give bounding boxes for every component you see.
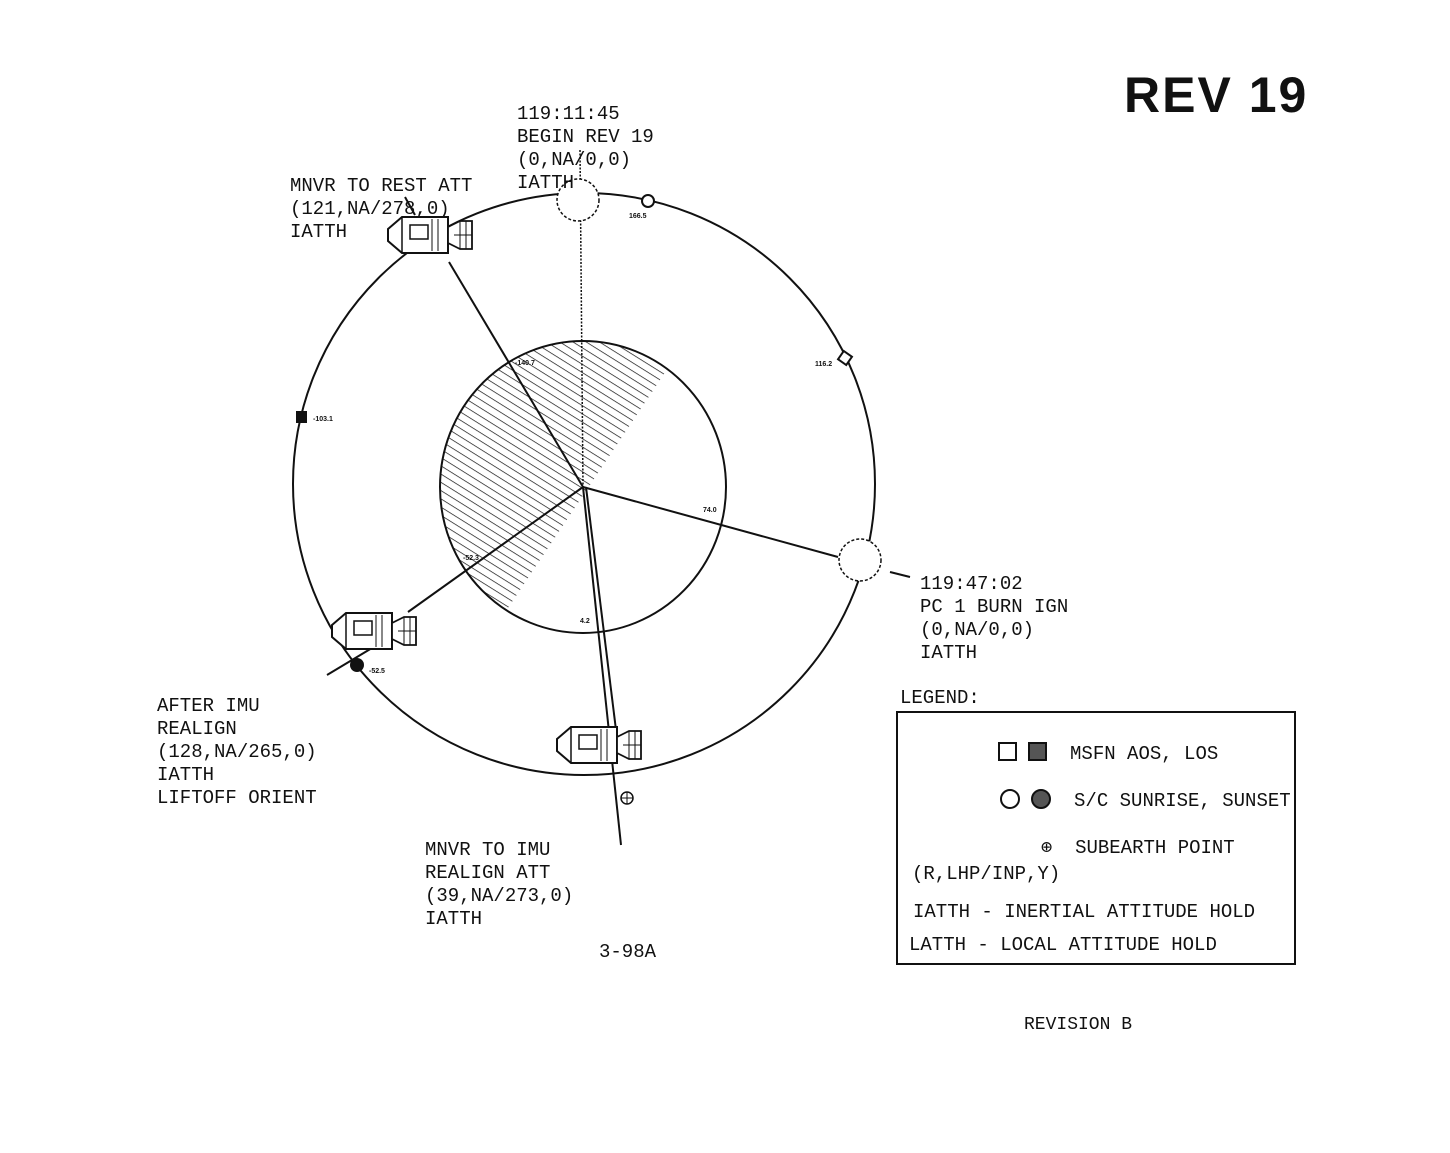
legend — [896, 711, 1296, 965]
dark-side-hatch — [440, 341, 700, 633]
sunrise-value: 166.5 — [629, 213, 647, 220]
rest-att-line — [448, 261, 584, 488]
lunar-angle: 74.0 — [703, 507, 717, 514]
legend-title: LEGEND: — [900, 687, 980, 709]
begin-rev-marker — [556, 178, 600, 222]
legend-sun: S/C SUNRISE, SUNSET — [977, 767, 1291, 812]
los-value: -103.1 — [313, 416, 333, 423]
los-marker-icon — [296, 411, 307, 423]
spacecraft-icon — [556, 726, 642, 764]
pc1-burn-marker — [838, 538, 882, 582]
page-title: REV 19 — [1124, 67, 1309, 123]
legend-iatth: IATTH - INERTIAL ATTITUDE HOLD — [913, 901, 1256, 923]
sunset-marker-icon — [350, 658, 364, 672]
subearth-point-icon — [620, 791, 634, 805]
lunar-angle: 4.2 — [580, 618, 590, 625]
legend-latth: LATTH - LOCAL ATTITUDE HOLD — [909, 934, 1217, 956]
figure-number: 3-98A — [599, 941, 657, 963]
spacecraft-icon — [331, 612, 417, 650]
sunset-circle-icon — [1031, 789, 1052, 809]
mnvr-rest-label: MNVR TO REST ATT(121,NA/278,0)IATTH — [290, 175, 473, 243]
rest-pointer — [404, 196, 416, 216]
los-square-icon — [1028, 742, 1048, 761]
revision-label: REVISION B — [1024, 1015, 1133, 1035]
lunar-angle: -52.3 — [463, 555, 479, 562]
imu-realign-line-b — [585, 486, 617, 731]
pc1-pointer — [889, 571, 911, 578]
subearth-icon: ⊕ — [1040, 837, 1053, 859]
imu-line — [407, 486, 584, 613]
aos-square-icon — [997, 742, 1017, 761]
sunrise-circle-icon — [999, 789, 1020, 809]
legend-format: (R,LHP/INP,Y) — [912, 863, 1061, 885]
aos-marker-icon — [836, 349, 854, 367]
pc1-line — [582, 486, 839, 558]
aos-value: 116.2 — [815, 361, 832, 368]
liftoff-line — [326, 647, 373, 676]
legend-subearth: ⊕ SUBEARTH POINT — [1040, 837, 1235, 859]
lunar-angle: -140.7 — [515, 360, 535, 367]
sunrise-marker-icon — [641, 194, 655, 208]
sunset-value: -52.5 — [369, 668, 385, 675]
imu-realign-line-a — [582, 486, 622, 846]
legend-msfn: MSFN AOS, LOS — [975, 720, 1218, 765]
